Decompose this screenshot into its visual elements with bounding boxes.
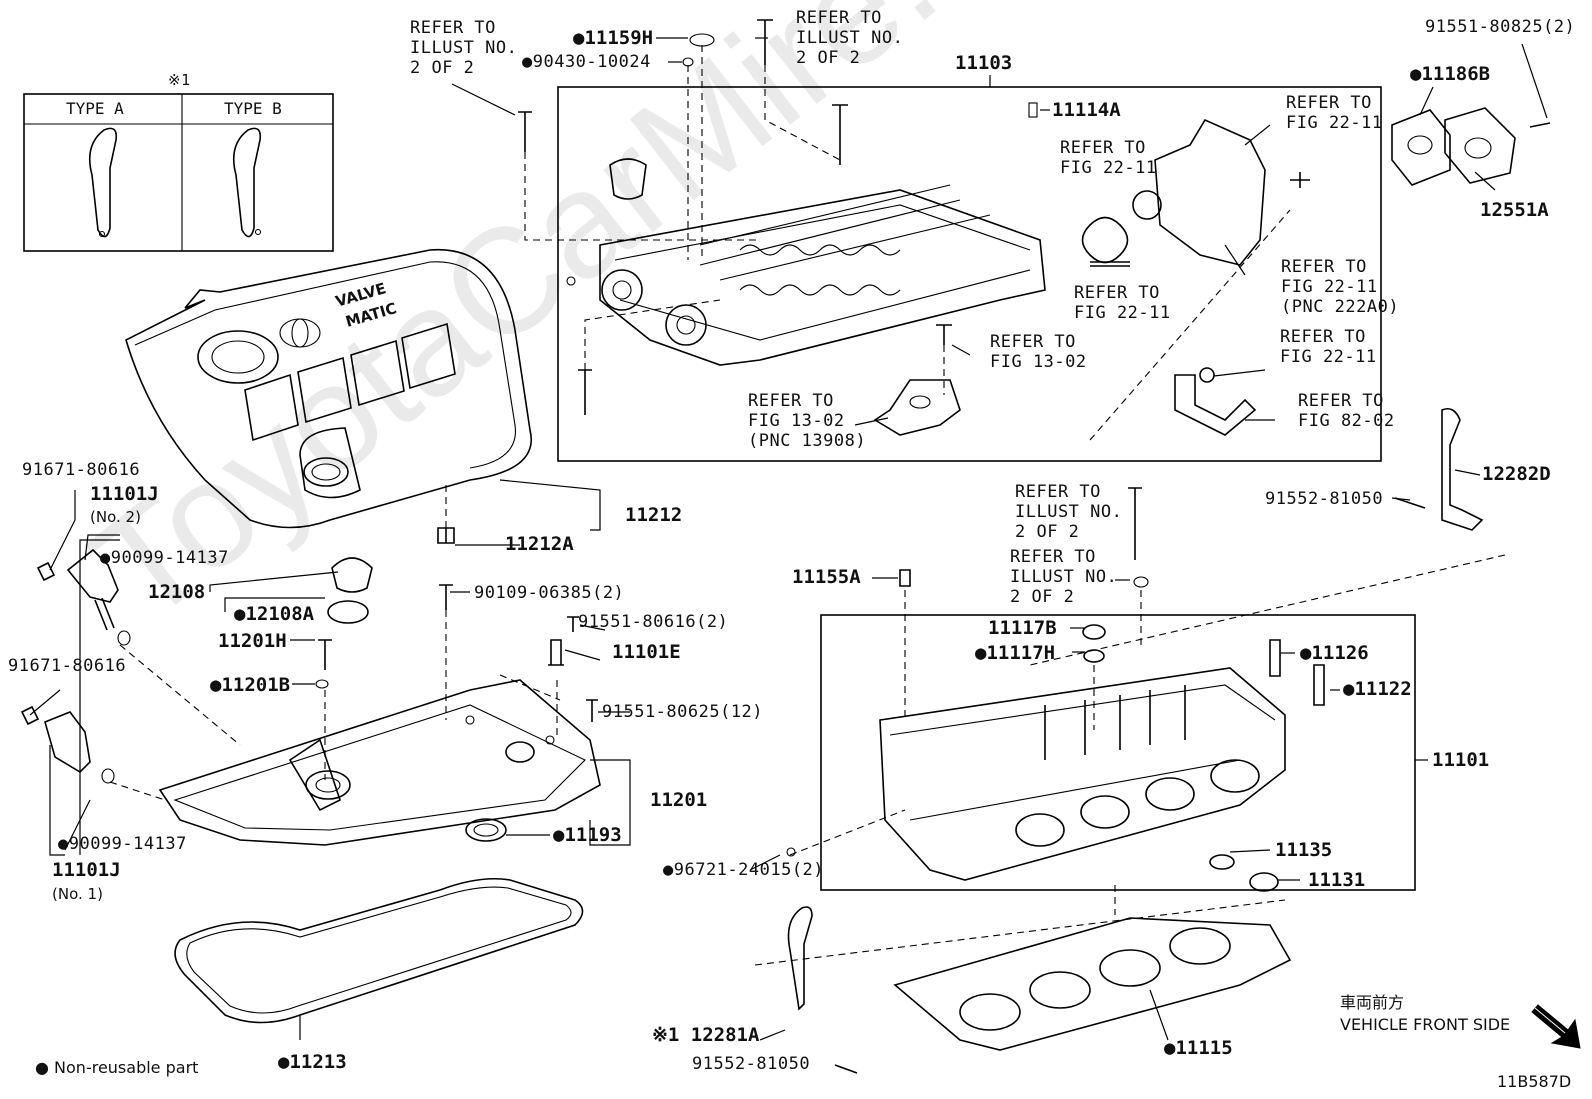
refer-fig-13-02: REFER TO FIG 13-02 [990,332,1087,372]
part-12108: 12108 [148,581,206,603]
part-11101: 11101 [1432,749,1490,771]
type-a-heading: TYPE A [66,99,124,118]
diagram-id: 11B587D [1497,1072,1572,1091]
refer-fig-22-11-pnc: REFER TO FIG 22-11 (PNC 222A0) [1281,257,1400,317]
part-11155A: 11155A [792,566,861,588]
part-90430-10024: ●90430-10024 [522,52,651,72]
part-90099-14137-b: ●90099-14137 [58,834,187,854]
part-91551-80616: 91551-80616(2) [578,612,729,632]
part-91551-80825: 91551-80825(2) [1425,17,1576,37]
part-90099-14137-a: ●90099-14137 [100,548,229,568]
part-96721-24015: ●96721-24015(2) [663,860,825,880]
refer-illust-top-mid: REFER TO ILLUST NO. 2 OF 2 [796,8,904,68]
part-11213: ●11213 [278,1051,347,1073]
part-11201H: 11201H [218,630,287,652]
part-91552-81050-b: 91552-81050 [692,1054,811,1074]
part-12281A: ※1 12281A [652,1024,760,1046]
refer-fig-22-11-b: REFER TO FIG 22-11 [1060,138,1157,178]
part-11126: ●11126 [1300,642,1369,664]
refer-fig-22-11-c: REFER TO FIG 22-11 [1074,283,1171,323]
part-11114A: 11114A [1052,99,1121,121]
oil-filler-cap [331,557,373,593]
refer-fig-22-11-d: REFER TO FIG 22-11 [1280,327,1377,367]
cylinder-head-drawing [879,667,1286,881]
refer-fig-82-02: REFER TO FIG 82-02 [1298,391,1395,431]
part-12108A: ●12108A [234,603,315,625]
refer-illust-top-left: REFER TO ILLUST NO. 2 OF 2 [410,18,518,78]
part-11101J-no1-label: (No. 1) [52,885,103,903]
part-11117B: 11117B [988,617,1057,639]
type-b-bracket-icon [232,127,262,238]
alignment-lines [109,45,1506,966]
engine-cover-drawing [125,248,532,529]
legend-bullet-icon [37,1063,47,1073]
water-outlet-drawing [1391,107,1551,186]
part-11101J-no2: 11101J [90,483,159,505]
part-91552-81050-a: 91552-81050 [1265,489,1384,509]
refer-illust-right-a: REFER TO ILLUST NO. 2 OF 2 [1015,482,1123,542]
part-11115: ●11115 [1164,1037,1233,1059]
head-cover-drawing [158,679,601,846]
leader-lines [29,37,1548,1041]
type-table-note-mark: ※1 [168,71,191,89]
type-b-heading: TYPE B [224,99,282,118]
part-11117H: ●11117H [975,642,1056,664]
part-11122: ●11122 [1343,678,1412,700]
part-11103: 11103 [955,52,1013,74]
part-11193: ●11193 [553,824,622,846]
part-91551-80625: 91551-80625(12) [602,702,764,722]
vehicle-front-arrow-icon [1531,1004,1581,1049]
type-table [23,93,334,252]
engine-hanger-drawing [1394,407,1484,531]
refer-illust-right-b: REFER TO ILLUST NO. 2 OF 2 [1010,547,1118,607]
part-12551A: 12551A [1480,199,1549,221]
cylinder-head-box [820,614,1416,891]
part-11101E: 11101E [612,641,681,663]
part-11212: 11212 [625,504,683,526]
cam-cap [609,158,647,200]
head-gasket-drawing [893,917,1292,1051]
camshaft-housing-box [557,86,1382,462]
non-reusable-legend: ● Non-reusable part [35,1058,199,1077]
part-11131: 11131 [1308,869,1366,891]
part-11101J-no1: 11101J [52,859,121,881]
part-11135: 11135 [1275,839,1333,861]
part-91671-80616-b: 91671-80616 [8,656,127,676]
type-a-bracket-icon [88,127,118,238]
head-cover-gasket-drawing [174,877,584,1024]
timing-cover-drawing [1081,118,1310,267]
part-11212A: 11212A [505,533,574,555]
engine-mount-bracket-drawing [873,324,1257,436]
part-90109-06385: 90109-06385(2) [474,583,625,603]
camshaft-housing-drawing [566,104,1046,415]
refer-fig-22-11-a: REFER TO FIG 22-11 [1286,93,1383,133]
part-11201B: ●11201B [210,674,291,696]
vehicle-front-en: VEHICLE FRONT SIDE [1340,1015,1511,1034]
vehicle-front-jp: 車両前方 [1340,993,1405,1012]
part-11201: 11201 [650,789,708,811]
toyota-logo-icon [279,318,321,348]
part-11159H: ●11159H [573,27,654,49]
part-11186B: ●11186B [1410,63,1491,85]
refer-fig-13-02-pnc: REFER TO FIG 13-02 (PNC 13908) [748,391,867,451]
part-12282D: 12282D [1482,463,1551,485]
part-11101J-no2-label: (No. 2) [90,508,141,526]
part-91671-80616-a: 91671-80616 [22,460,141,480]
